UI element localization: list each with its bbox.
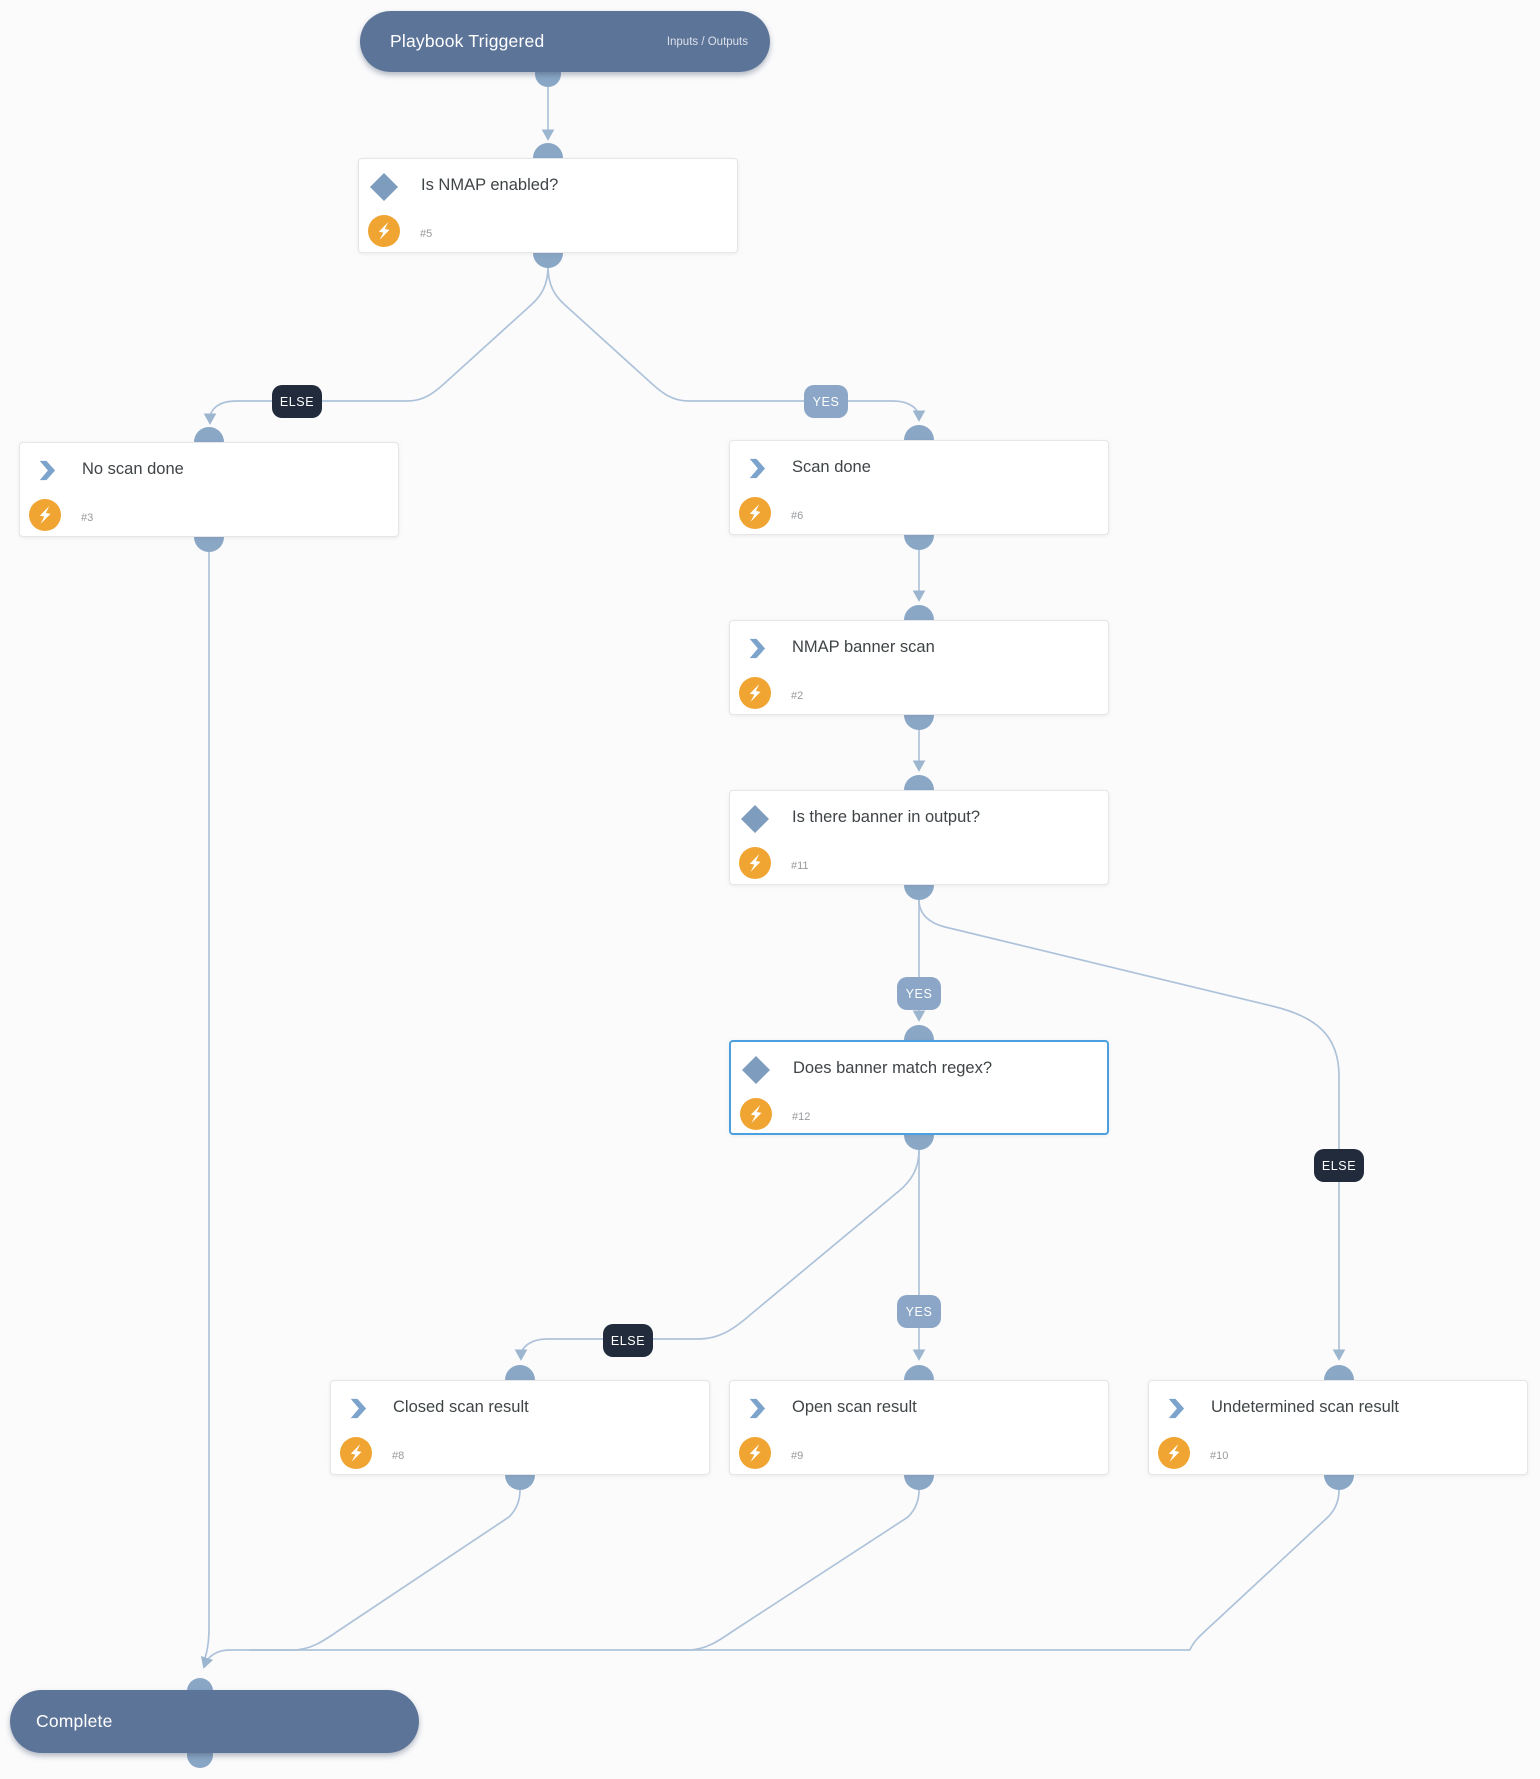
task-id: #12 [792, 1111, 811, 1123]
task-node-open-scan-result[interactable]: Open scan result #9 [729, 1380, 1109, 1475]
automation-bolt-icon [740, 1098, 772, 1130]
yes-badge-label: YES [812, 394, 840, 409]
action-chevron-icon [345, 1397, 368, 1420]
task-id: #11 [791, 860, 809, 872]
playbook-trigger-node[interactable]: Playbook Triggered Inputs / Outputs [360, 11, 770, 72]
task-id: #10 [1210, 1450, 1229, 1462]
automation-bolt-icon [739, 847, 771, 879]
automation-bolt-icon [29, 499, 61, 531]
automation-bolt-icon [340, 1437, 372, 1469]
task-title: Scan done [792, 458, 871, 476]
task-node-no-scan-done[interactable]: No scan done #3 [19, 442, 399, 537]
else-badge: ELSE [272, 385, 322, 418]
task-node-closed-scan-result[interactable]: Closed scan result #8 [330, 1380, 710, 1475]
automation-bolt-icon [739, 1437, 771, 1469]
task-title: Closed scan result [393, 1398, 529, 1416]
task-title: NMAP banner scan [792, 638, 935, 656]
task-title: Does banner match regex? [793, 1059, 993, 1077]
task-node-banner-match-regex[interactable]: Does banner match regex? #12 [729, 1040, 1109, 1135]
task-id: #8 [392, 1450, 405, 1462]
condition-diamond-icon [741, 1055, 771, 1085]
trigger-title: Playbook Triggered [390, 31, 545, 51]
yes-badge: YES [897, 1295, 941, 1328]
automation-bolt-icon [1158, 1437, 1190, 1469]
else-badge: ELSE [603, 1324, 653, 1357]
action-chevron-icon [34, 459, 57, 482]
task-id: #3 [81, 512, 94, 524]
yes-badge-label: YES [905, 986, 933, 1001]
task-node-is-there-banner[interactable]: Is there banner in output? #11 [729, 790, 1109, 885]
task-id: #5 [420, 228, 433, 240]
automation-bolt-icon [368, 215, 400, 247]
automation-bolt-icon [739, 497, 771, 529]
else-badge: ELSE [1314, 1149, 1364, 1182]
else-badge-label: ELSE [279, 394, 315, 409]
action-chevron-icon [744, 457, 767, 480]
task-title: Is there banner in output? [792, 808, 981, 826]
action-chevron-icon [744, 1397, 767, 1420]
condition-diamond-icon [740, 804, 770, 834]
yes-badge: YES [804, 385, 848, 418]
task-id: #2 [791, 690, 804, 702]
task-node-scan-done[interactable]: Scan done #6 [729, 440, 1109, 535]
playbook-complete-node[interactable]: Complete [10, 1690, 419, 1753]
task-title: Is NMAP enabled? [421, 176, 559, 194]
task-node-nmap-banner-scan[interactable]: NMAP banner scan #2 [729, 620, 1109, 715]
condition-diamond-icon [369, 172, 399, 202]
task-node-undetermined-scan-result[interactable]: Undetermined scan result #10 [1148, 1380, 1528, 1475]
yes-badge-label: YES [905, 1304, 933, 1319]
action-chevron-icon [744, 637, 767, 660]
else-badge-label: ELSE [1321, 1158, 1357, 1173]
inputs-outputs-link[interactable]: Inputs / Outputs [666, 35, 748, 48]
automation-bolt-icon [739, 677, 771, 709]
yes-badge: YES [897, 977, 941, 1010]
complete-title: Complete [36, 1711, 113, 1731]
task-title: No scan done [82, 460, 184, 478]
task-title: Undetermined scan result [1211, 1398, 1400, 1416]
task-id: #9 [791, 1450, 804, 1462]
else-badge-label: ELSE [610, 1333, 646, 1348]
connector-dots [187, 61, 1354, 1768]
action-chevron-icon [1163, 1397, 1186, 1420]
task-title: Open scan result [792, 1398, 917, 1416]
task-node-is-nmap-enabled[interactable]: Is NMAP enabled? #5 [358, 158, 738, 253]
task-id: #6 [791, 510, 804, 522]
